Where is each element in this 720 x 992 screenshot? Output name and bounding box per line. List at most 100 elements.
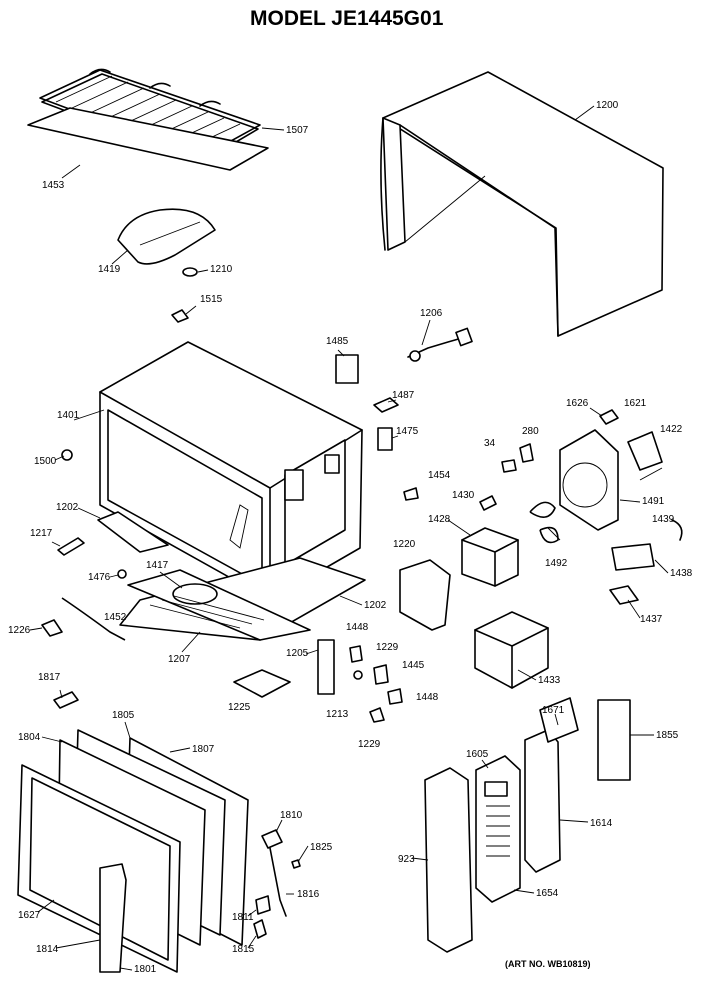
- callout-1487: 1487: [392, 390, 415, 401]
- transformer-1428: [461, 527, 519, 587]
- control-panel: [424, 697, 631, 953]
- spring-1810: [261, 829, 283, 849]
- callout-1202a: 1202: [56, 502, 79, 513]
- callout-1454: 1454: [428, 470, 451, 481]
- callout-1485: 1485: [326, 336, 349, 347]
- callout-1491: 1491: [642, 496, 665, 507]
- bracket-1217: [57, 537, 85, 556]
- callout-280: 280: [522, 426, 539, 437]
- callout-1401: 1401: [57, 410, 80, 421]
- callout-1205: 1205: [286, 648, 309, 659]
- callout-1207: 1207: [168, 654, 191, 665]
- light-bulb: [61, 449, 73, 461]
- callout-1452: 1452: [104, 612, 127, 623]
- bracket-1437: [609, 585, 639, 605]
- callout-1200: 1200: [596, 100, 619, 111]
- model-title: MODEL JE1445G01: [250, 7, 444, 30]
- callout-1448a: 1448: [346, 622, 369, 633]
- callout-1627: 1627: [18, 910, 41, 921]
- door-assembly: [17, 729, 249, 973]
- thermal-1430: [479, 495, 497, 511]
- callout-1217: 1217: [30, 528, 53, 539]
- grommet-1476: [117, 569, 127, 579]
- actuator-1487: [373, 397, 399, 413]
- callout-1476: 1476: [88, 572, 111, 583]
- callout-1430: 1430: [452, 490, 475, 501]
- leader-lines: [29, 105, 669, 971]
- callout-1492: 1492: [545, 558, 568, 569]
- motor-1422: [627, 431, 663, 471]
- switch-1448b: [387, 688, 403, 705]
- callout-1437: 1437: [640, 614, 663, 625]
- callout-1213: 1213: [326, 709, 349, 720]
- magnetron-1433: [474, 611, 549, 689]
- label: [335, 354, 359, 384]
- callout-1507: 1507: [286, 125, 309, 136]
- callout-1448b: 1448: [416, 692, 439, 703]
- callout-1811: 1811: [232, 912, 254, 923]
- callout-1626: 1626: [566, 398, 589, 409]
- callout-1500: 1500: [34, 456, 57, 467]
- clip-1454: [403, 487, 419, 501]
- callout-1438: 1438: [670, 568, 693, 579]
- cavity-base: [119, 557, 366, 641]
- callout-1229a: 1229: [376, 642, 399, 653]
- callout-1671: 1671: [542, 705, 565, 716]
- outer-case: [380, 71, 664, 337]
- screw-1229b: [369, 707, 385, 723]
- callout-1814b: 1814: [36, 944, 59, 955]
- spring-1815: [253, 919, 267, 939]
- callout-1225: 1225: [228, 702, 251, 713]
- callout-1804: 1804: [18, 732, 41, 743]
- switch-1448a: [349, 645, 363, 663]
- pin-280: [519, 443, 534, 463]
- callout-1805: 1805: [112, 710, 135, 721]
- callout-1810: 1810: [280, 810, 303, 821]
- callout-923: 923: [398, 854, 415, 865]
- switch-1445: [373, 664, 389, 685]
- clip-1621: [599, 409, 619, 425]
- callout-1807: 1807: [192, 744, 215, 755]
- callout-1614a: 1614: [590, 818, 613, 829]
- diode-1439: [671, 519, 683, 541]
- rod-1816: [269, 847, 287, 917]
- callout-1229b: 1229: [358, 739, 381, 750]
- callout-1210: 1210: [210, 264, 233, 275]
- callout-1817: 1817: [38, 672, 61, 683]
- callout-1422: 1422: [660, 424, 683, 435]
- hinge-1811: [255, 895, 271, 915]
- fan-blade: [529, 501, 559, 544]
- art-number: (ART NO. WB10819): [505, 959, 591, 969]
- screw-1229a: [353, 670, 363, 680]
- callout-1475: 1475: [396, 426, 419, 437]
- power-cord: [407, 327, 473, 362]
- switch-bracket-1205: [317, 639, 335, 695]
- callout-1202b: 1202: [364, 600, 387, 611]
- callout-1220: 1220: [393, 539, 416, 550]
- callout-34: 34: [484, 438, 496, 449]
- callout-1226: 1226: [8, 625, 31, 636]
- capacitor-1438: [611, 543, 655, 571]
- switch-1475: [377, 427, 393, 451]
- wire-1452: [61, 597, 126, 641]
- fan-shroud: [559, 429, 619, 531]
- rack-tray: [27, 107, 269, 171]
- callout-1445: 1445: [402, 660, 425, 671]
- callout-1825: 1825: [310, 842, 333, 853]
- callout-1654: 1654: [536, 888, 559, 899]
- callout-1453: 1453: [42, 180, 65, 191]
- lever-1817: [53, 691, 79, 709]
- callout-1515: 1515: [200, 294, 223, 305]
- stirrer-washer: [182, 267, 198, 277]
- callout-1815: 1815: [232, 944, 255, 955]
- callout-1855: 1855: [656, 730, 679, 741]
- callout-1417: 1417: [146, 560, 169, 571]
- callout-1433: 1433: [538, 675, 561, 686]
- cover-1220: [399, 559, 451, 631]
- bottom-plate: [97, 511, 169, 553]
- callout-1801: 1801: [134, 964, 157, 975]
- callout-1419: 1419: [98, 264, 121, 275]
- latch-clip: [171, 309, 189, 323]
